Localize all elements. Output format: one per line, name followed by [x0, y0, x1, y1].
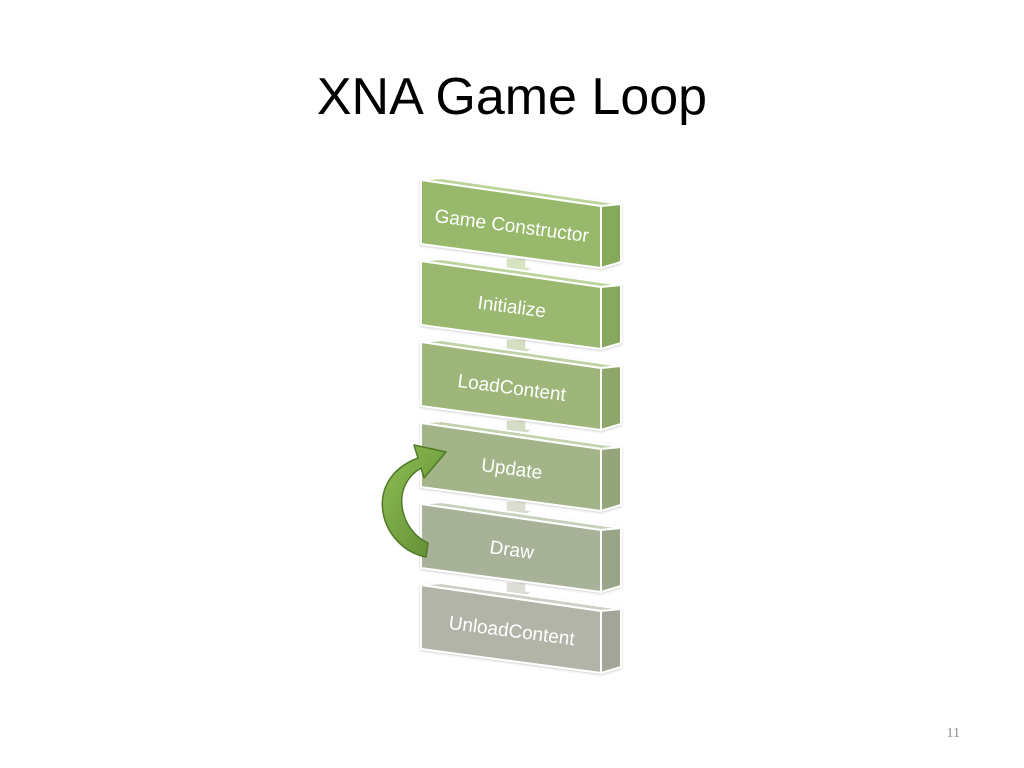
step-loadcontent: LoadContent — [420, 338, 622, 432]
slide-title: XNA Game Loop — [316, 68, 708, 126]
step-game-constructor: Game Constructor — [420, 176, 622, 270]
step-initialize: Initialize — [420, 257, 622, 351]
step-draw: Draw — [420, 500, 622, 594]
loop-arrow — [381, 444, 447, 558]
page-number: 11 — [946, 726, 960, 741]
step-update: Update — [420, 419, 622, 513]
step-unloadcontent: UnloadContent — [420, 581, 622, 675]
